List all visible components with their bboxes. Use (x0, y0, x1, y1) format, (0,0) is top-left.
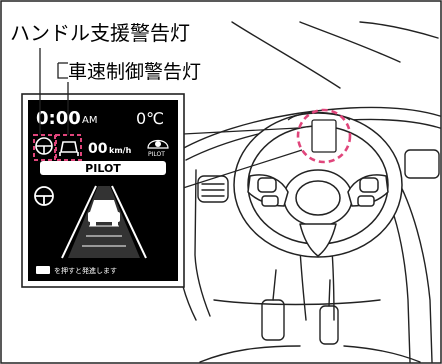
car-icon (88, 200, 120, 226)
speed-control-lamp-highlight (55, 134, 82, 161)
instrument-cluster (287, 111, 351, 153)
pilot-badge: PILOT (147, 139, 169, 158)
pilot-mode-bar (40, 161, 166, 175)
zoom-connector (182, 127, 303, 189)
meter-zoom-panel: 0:00 AM 0℃ 00 km/h PILOT PILOT (21, 93, 185, 288)
steering-wheel (233, 112, 403, 258)
left-vent (197, 175, 229, 203)
speed-control-lamp-label: 車速制御警告灯 (68, 61, 201, 83)
clock-ampm: AM (82, 115, 97, 126)
speed-control-lamp-icon (59, 141, 79, 156)
steering-assist-lamp-icon (35, 137, 53, 155)
pilot-mode-label: PILOT (85, 162, 121, 175)
steering-assist-icon (34, 186, 54, 206)
center-display (404, 149, 440, 179)
speed-unit: km/h (109, 146, 132, 155)
car-interior (177, 21, 441, 363)
temperature-display: 0℃ (136, 109, 164, 128)
pilot-badge-label: PILOT (148, 151, 165, 158)
resume-button-icon (36, 266, 50, 274)
callout-leader-lines (39, 48, 69, 135)
cluster-highlight-circle (296, 108, 352, 164)
footer-text: を押すと発進します (54, 266, 117, 275)
clock-display: 0:00 (36, 108, 81, 129)
speed-display: 00 (88, 141, 108, 157)
steering-assist-lamp-highlight (33, 134, 56, 161)
steering-assist-lamp-label: ハンドル支援警告灯 (10, 21, 190, 45)
